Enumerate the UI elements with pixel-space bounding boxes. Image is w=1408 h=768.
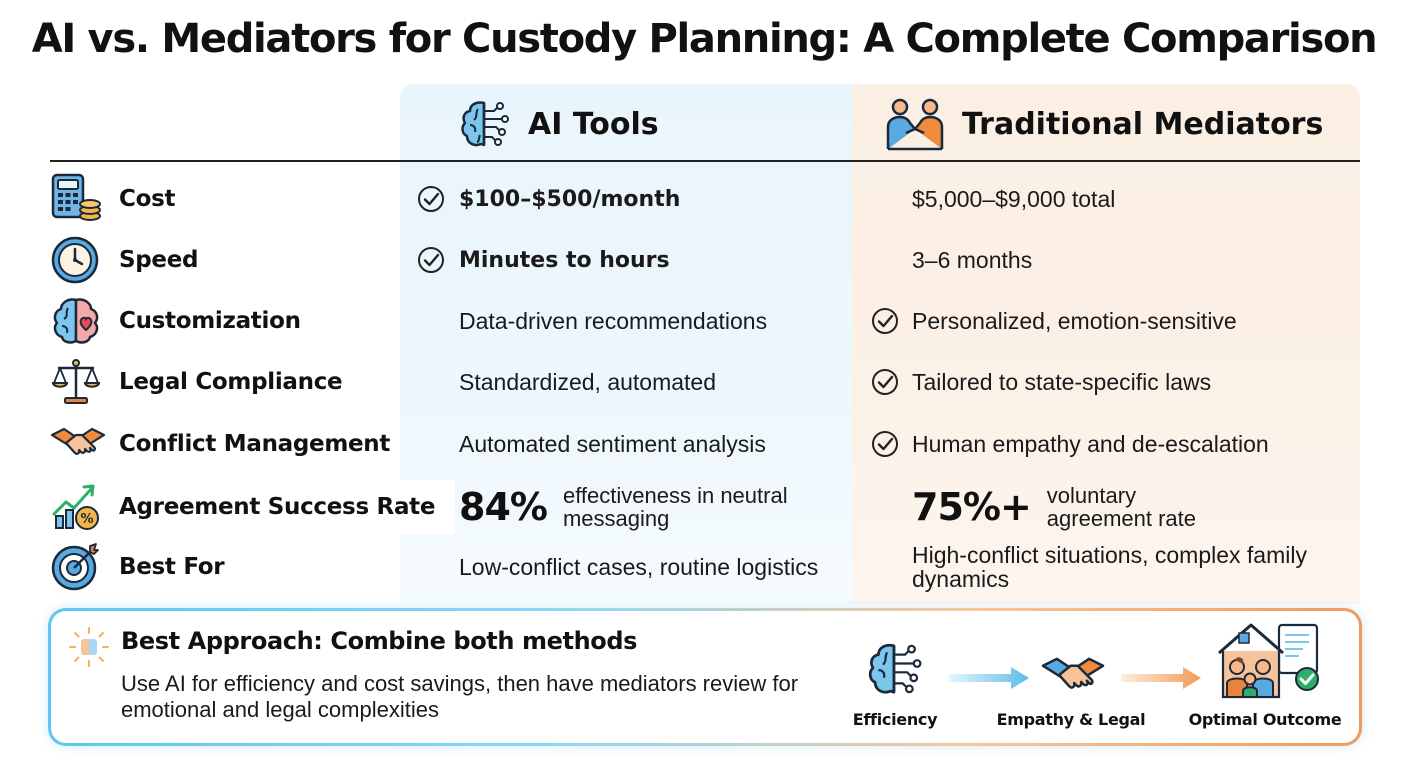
growth-chart-icon: % [50,480,102,532]
check-icon [871,368,899,396]
clock-icon [50,233,102,285]
lightbulb-icon [67,625,111,669]
mediators-speed-value: 3–6 months [912,246,1033,273]
table-row-agreement-success-rate: % Agreement Success Rate 84% effectivene… [0,480,1408,534]
mediators-legal-compliance-value: Tailored to state-specific laws [912,368,1212,395]
handshake-icon [1035,645,1111,710]
mediators-customization-value: Personalized, emotion-sensitive [912,307,1237,334]
best-approach-title: Best Approach: Combine both methods [121,627,638,655]
mediators-best-for-value: High-conflict situations, complex family… [912,540,1352,594]
mediators-success-rate-value: 75%+ [912,485,1032,529]
arrow-right-icon [1121,665,1203,696]
table-row-conflict-management: Conflict Management Automated sentiment … [0,417,1408,471]
mediators-conflict-management-value: Human empathy and de-escalation [912,430,1269,457]
check-icon [417,185,445,213]
flow-step-empathy-legal: Empathy & Legal [996,710,1146,729]
mediators-column-title: Traditional Mediators [962,106,1324,142]
handshake-people-icon [882,95,948,153]
table-row-best-for: Best For Low-conflict cases, routine log… [0,540,1408,594]
calculator-coins-icon [50,172,102,224]
family-house-document-icon [1215,617,1327,710]
mediators-column-header: Traditional Mediators [882,96,1323,152]
ai-cost-value: $100–$500/month [459,186,681,212]
target-icon [50,540,102,592]
brain-circuit-icon [859,637,931,706]
ai-customization-value: Data-driven recommendations [459,307,768,334]
flow-step-optimal-outcome: Optimal Outcome [1188,710,1342,729]
best-approach-card: Best Approach: Combine both methods Use … [48,608,1362,746]
row-label-best-for: Best For [119,554,225,580]
row-label-customization: Customization [119,308,301,334]
ai-success-rate: 84% effectiveness in neutral messaging [459,480,849,534]
ai-best-for-value: Low-conflict cases, routine logistics [459,553,819,580]
best-approach-text: Use AI for efficiency and cost savings, … [121,671,799,722]
table-row-cost: Cost $100–$500/month $5,000–$9,000 total [0,172,1408,226]
mediators-best-for-text: High-conflict situations, complex family… [912,542,1307,592]
mediators-column-background [852,84,1360,604]
ai-legal-compliance-value: Standardized, automated [459,368,717,395]
check-icon [871,430,899,458]
ai-success-rate-description: effectiveness in neutral messaging [562,483,788,531]
page-title: AI vs. Mediators for Custody Planning: A… [31,16,1378,62]
table-row-speed: Speed Minutes to hours 3–6 months [0,233,1408,287]
ai-success-rate-value: 84% [459,485,548,529]
row-label-speed: Speed [119,247,199,273]
brain-heart-icon [50,294,102,346]
row-label-conflict-management: Conflict Management [119,431,391,457]
header-divider [50,160,1360,162]
handshake-icon [50,417,106,469]
ai-column-title: AI Tools [528,106,659,142]
row-label-cost: Cost [119,186,176,212]
check-icon [417,246,445,274]
mediators-success-rate-description: voluntary agreement rate [1046,483,1196,531]
ai-column-header: AI Tools [456,96,659,152]
table-row-legal-compliance: Legal Compliance Standardized, automated… [0,355,1408,409]
svg-text:%: % [80,512,93,527]
flow-step-efficiency: Efficiency [852,710,938,729]
brain-circuit-icon [456,95,514,153]
mediators-success-rate: 75%+ voluntary agreement rate [912,480,1352,534]
scales-icon [50,355,102,407]
ai-speed-value: Minutes to hours [459,247,670,273]
row-label-agreement-success-rate: Agreement Success Rate [119,480,456,534]
mediators-cost-value: $5,000–$9,000 total [912,185,1116,212]
ai-column-background [400,84,852,604]
arrow-right-icon [949,665,1031,696]
ai-conflict-management-value: Automated sentiment analysis [459,430,766,457]
table-row-customization: Customization Data-driven recommendation… [0,294,1408,348]
row-label-legal-compliance: Legal Compliance [119,369,343,395]
check-icon [871,307,899,335]
